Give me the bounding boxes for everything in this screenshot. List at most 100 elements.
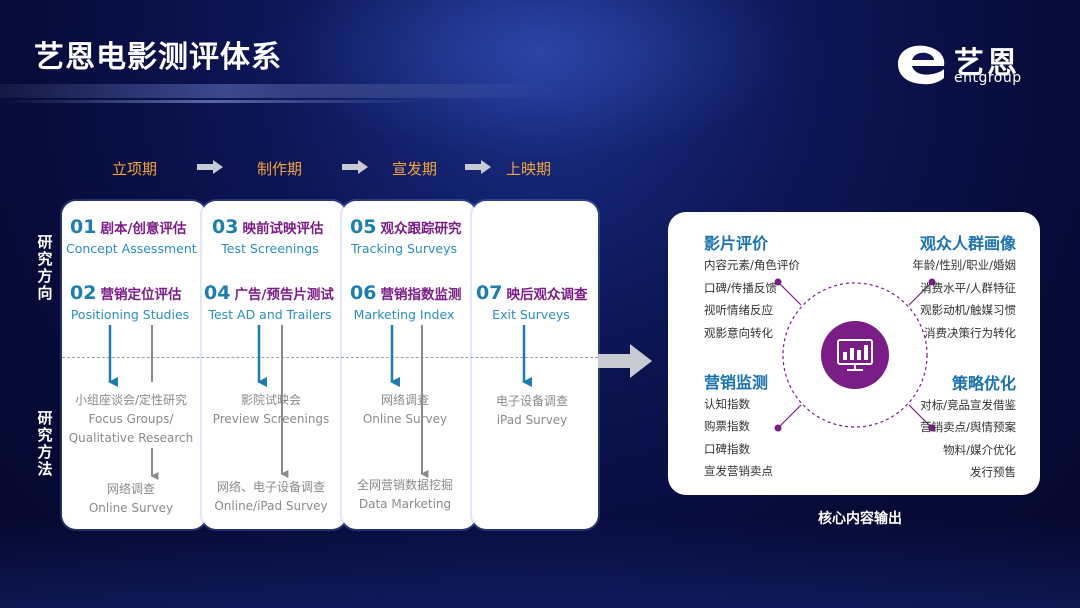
item-english: Exit Surveys [492,307,570,322]
output-item: 消费决策行为转化 [924,326,1016,340]
phase-label: 制作期 [257,160,303,178]
method-text: 网络调查 Online Survey [64,480,198,518]
method-text: 网络调查 Online Survey [344,391,466,429]
phase-label: 上映期 [506,160,552,178]
center-circle [821,321,889,389]
output-item: 认知指数 [704,397,750,411]
logo-text-en: entgroup [954,70,1022,86]
item-title: 广告/预告片测试 [234,287,334,303]
phase-arrow-icon [465,160,491,174]
output-item: 观影动机/触媒习惯 [920,303,1016,317]
phase-arrow-icon [342,160,368,174]
item-title: 营销定位评估 [100,287,182,303]
method-line: Online Survey [362,412,448,426]
output-item: 对标/竞品宣发借鉴 [920,398,1016,412]
connector-dot [928,424,936,432]
item-english: Concept Assessment [66,241,197,256]
output-item: 营销卖点/舆情预案 [920,420,1016,434]
output-item: 宣发营销卖点 [704,464,773,478]
output-item: 消费水平/人群特征 [920,281,1016,295]
item-english: Test AD and Trailers [208,307,332,322]
method-line: Preview Screenings [212,412,330,426]
output-title-strategy: 策略优化 [951,374,1016,393]
item-number: 03 [212,216,239,238]
output-item: 视听情绪反应 [704,303,773,317]
entgroup-logo-icon [898,45,945,85]
method-line: 电子设备调查 [495,394,568,408]
logo-text-cn: 艺恩 [954,46,1020,81]
method-text: 电子设备调查 iPad Survey [474,392,590,430]
connector-dot [928,278,936,286]
output-item: 年龄/性别/职业/婚姻 [912,258,1016,272]
side-label-direction: 研究方向 [37,233,53,302]
method-line: 网络、电子设备调查 [216,480,325,494]
phase-card [472,201,598,529]
core-output-label: 核心内容输出 [818,511,902,527]
method-line: 全网营销数据挖掘 [356,478,453,492]
phase-label: 立项期 [112,160,158,178]
output-item: 购票指数 [704,419,750,433]
method-line: Data Marketing [358,497,452,511]
method-line: Qualitative Research [68,431,194,445]
connector-line [908,281,933,306]
phase-card [342,201,476,529]
method-line: 小组座谈会/定性研究 [74,393,188,407]
chart-monitor-icon [837,339,873,371]
phase-card [202,201,346,529]
output-item: 口碑指数 [704,442,750,456]
item-title: 营销指数监测 [380,287,462,303]
output-item: 发行预售 [970,465,1016,479]
method-line: 影院试映会 [240,393,301,407]
phase-card [62,201,206,529]
method-text: 小组座谈会/定性研究 Focus Groups/ Qualitative Res… [64,391,198,448]
connector-line [777,404,802,429]
background-stripe [0,84,560,98]
item-english: Positioning Studies [70,307,190,322]
method-line: Online Survey [88,501,174,515]
method-line: Online/iPad Survey [214,499,328,513]
item-number: 05 [350,216,377,238]
output-title-marketing: 营销监测 [704,373,769,392]
method-line: 网络调查 [106,482,155,496]
output-item: 物料/媒介优化 [943,443,1016,457]
connector-dot [774,278,782,286]
item-english: Tracking Surveys [350,241,457,256]
item-number: 06 [350,282,377,304]
item-title: 观众跟踪研究 [380,221,462,237]
connector-line [908,404,933,429]
method-line: 网络调查 [380,393,429,407]
output-item: 口碑/传播反馈 [704,281,777,295]
side-label-method: 研究方法 [37,409,53,478]
divider-dashed [62,357,598,358]
item-title: 剧本/创意评估 [100,221,187,237]
output-item: 内容元素/角色评价 [704,258,800,272]
item-number: 02 [70,282,97,304]
output-title-audience: 观众人群画像 [919,234,1016,253]
background-stripe-thin [0,100,420,103]
connector-dot [774,424,782,432]
output-title-film-eval: 影片评价 [704,234,769,253]
phase-label: 宣发期 [392,160,438,178]
item-english: Test Screenings [221,241,319,256]
method-line: iPad Survey [496,413,568,427]
output-item: 观影意向转化 [704,326,773,340]
item-number: 01 [70,216,97,238]
dashed-ring [782,282,928,428]
flow-arrow-icon [598,344,652,378]
background-glow [280,0,800,160]
connector-line [777,281,802,306]
phase-arrow-icon [197,160,223,174]
item-title: 映前试映评估 [242,221,324,237]
item-number: 07 [476,282,503,304]
core-output-graphic [774,278,936,432]
method-line: Focus Groups/ [88,412,174,426]
entgroup-logo: 艺恩 entgroup [892,40,1042,92]
